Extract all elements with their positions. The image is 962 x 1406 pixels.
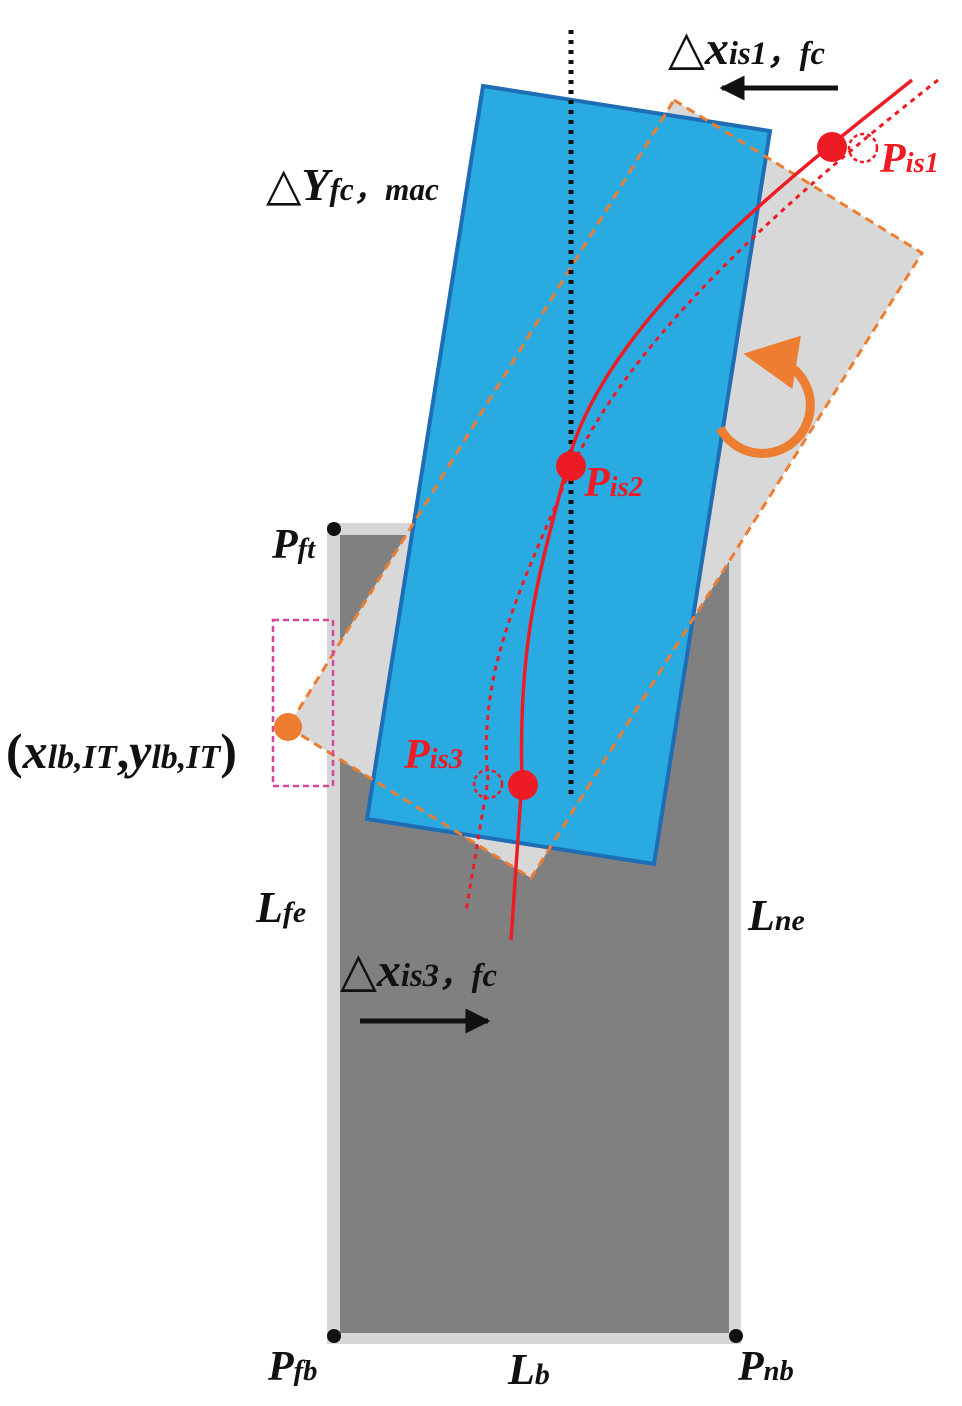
rotation-arrow-icon [716,335,815,458]
point-is3 [508,770,538,800]
label-p-fb: Pfb [267,1344,317,1390]
red-solid-path [509,78,914,941]
corner-point-lb [274,713,302,741]
point-is1-ghost [847,132,879,164]
label-p-is2: Pis2 [583,460,643,506]
blue-body-edge [364,83,773,867]
ghost-dashed-outline [285,97,925,881]
label-p-is1: Pis1 [879,136,939,182]
point-fb-dot [327,1329,341,1343]
label-dx-is1: △xis1，fc [668,22,825,75]
label-p-nb: Pnb [737,1344,794,1390]
point-nb-dot [729,1329,743,1343]
label-coord-lb: (xlb,IT,ylb,IT) [6,723,237,779]
point-is3-ghost [472,768,504,800]
label-dY: △Yfc，mac [266,159,439,210]
point-ft-dot [327,522,341,536]
label-p-ft: Pft [271,522,316,568]
red-dotted-path [464,78,939,913]
label-l-b: Lb [507,1345,550,1394]
label-p-is3: Pis3 [403,732,463,778]
label-l-fe: Lfe [255,883,306,932]
point-is1 [817,132,847,162]
corner-highlight-box [271,618,335,788]
label-l-ne: Lne [747,891,805,940]
point-is2 [556,451,586,481]
label-dx-is3: △xis3，fc [340,944,497,997]
